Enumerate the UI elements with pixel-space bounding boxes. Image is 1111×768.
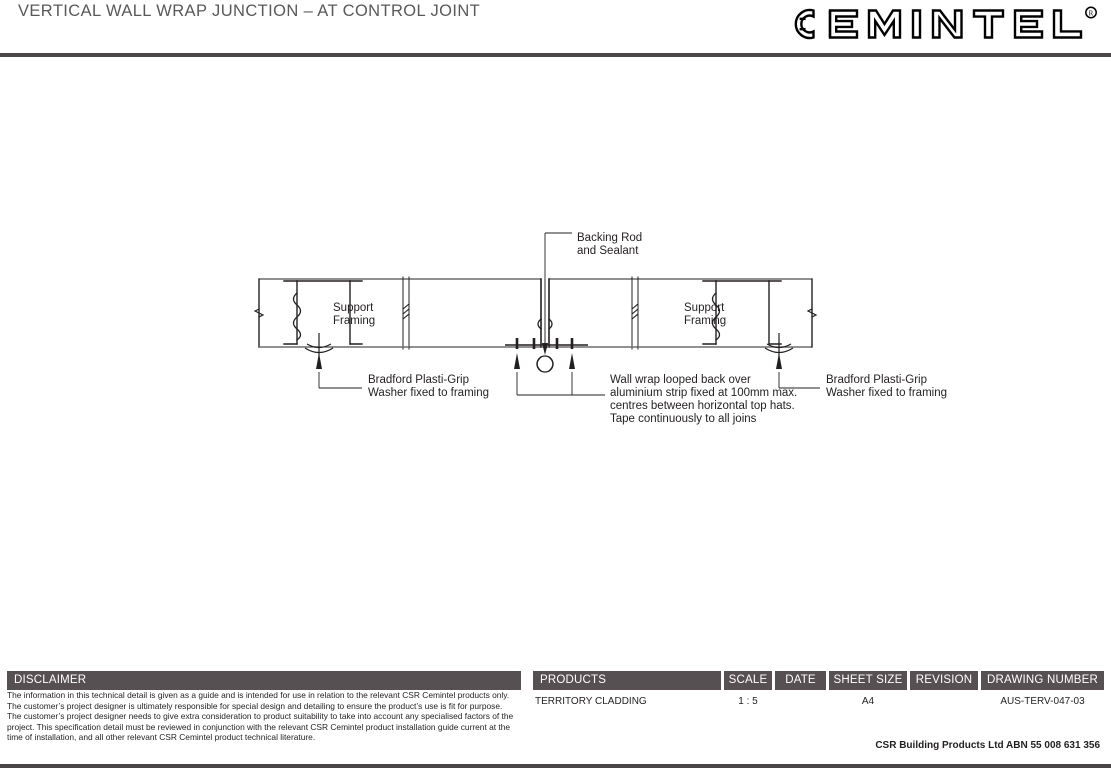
company-abn: CSR Building Products Ltd ABN 55 008 631… [875, 740, 1100, 751]
svg-text:R: R [1089, 10, 1094, 18]
cemintel-logo: R [783, 2, 1103, 46]
label-wall-wrap-line4: Tape continuously to all joins [610, 413, 757, 425]
label-wall-wrap-line2: aluminium strip fixed at 100mm max. [610, 387, 797, 399]
value-drawing-number: AUS-TERV-047-03 [1000, 696, 1085, 707]
label-washer-left-line2: Washer fixed to framing [368, 387, 489, 399]
label-backing-rod-line2: and Sealant [577, 245, 639, 257]
disclaimer-text: The information in this technical detail… [7, 690, 514, 742]
footer-divider [0, 764, 1111, 768]
technical-drawing: Backing Rod and Sealant Support Framing … [0, 57, 1111, 660]
value-products: TERRITORY CLADDING [535, 696, 647, 707]
footer-header-drawing-number: DRAWING NUMBER [981, 671, 1104, 690]
label-support-framing-right-line2: Framing [684, 315, 726, 327]
footer-header-revision: REVISION [910, 671, 978, 690]
label-washer-left-line1: Bradford Plasti-Grip [368, 374, 469, 386]
footer-title-block: DISCLAIMER PRODUCTS SCALE DATE SHEET SIZ… [0, 664, 1111, 768]
header-divider [0, 53, 1111, 57]
footer-header-products: PRODUCTS [533, 671, 721, 690]
value-sheet-size: A4 [861, 696, 875, 707]
label-support-framing-left-line2: Framing [333, 315, 375, 327]
label-backing-rod-line1: Backing Rod [577, 232, 642, 244]
footer-header-sheet-size: SHEET SIZE [829, 671, 907, 690]
label-wall-wrap-line3: centres between horizontal top hats. [610, 400, 795, 412]
label-support-framing-left-line1: Support [333, 302, 374, 314]
page-title: VERTICAL WALL WRAP JUNCTION – AT CONTROL… [18, 2, 481, 20]
footer-header-scale: SCALE [724, 671, 772, 690]
label-support-framing-right-line1: Support [684, 302, 725, 314]
value-scale: 1 : 5 [738, 696, 758, 707]
page-header: VERTICAL WALL WRAP JUNCTION – AT CONTROL… [0, 0, 1111, 57]
label-wall-wrap-line1: Wall wrap looped back over [610, 374, 751, 386]
label-washer-right-line1: Bradford Plasti-Grip [826, 374, 927, 386]
footer-header-disclaimer: DISCLAIMER [7, 671, 521, 690]
label-washer-right-line2: Washer fixed to framing [826, 387, 947, 399]
footer-header-date: DATE [775, 671, 826, 690]
